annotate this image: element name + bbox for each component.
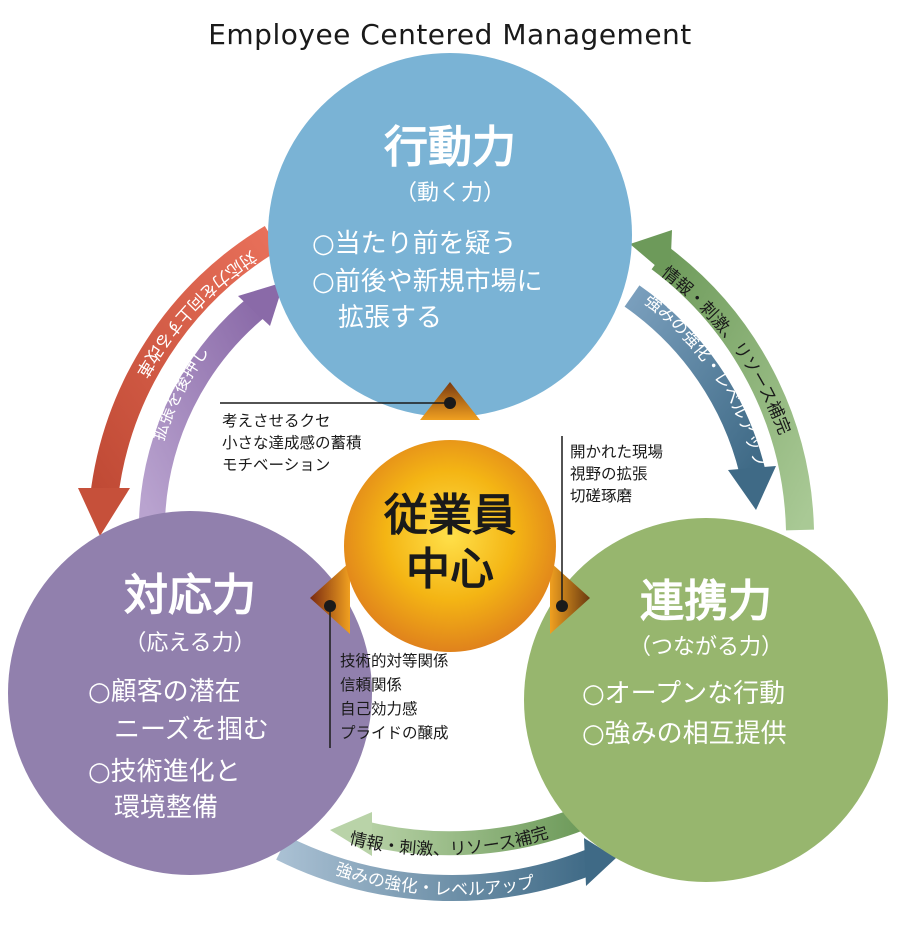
center-label-line1: 従業員 xyxy=(383,490,516,541)
response-item: ○技術進化と xyxy=(88,757,241,787)
center-pointer-right xyxy=(550,562,590,634)
arrow-left-inner xyxy=(139,282,284,521)
response-title: 対応力 xyxy=(124,570,256,621)
arrow-bottom-outer xyxy=(276,836,616,902)
collaboration-item: ○オープンな行動 xyxy=(582,679,785,709)
action-title: 行動力 xyxy=(384,122,516,173)
note-response: プライドの醸成 xyxy=(340,724,449,742)
note-response: 技術的対等関係 xyxy=(340,652,449,670)
note-collaboration: 切磋琢磨 xyxy=(570,487,632,505)
circle-collaboration xyxy=(524,518,888,882)
collaboration-item: ○強みの相互提供 xyxy=(582,719,787,749)
center-pointer-left xyxy=(310,562,350,634)
note-collaboration: 視野の拡張 xyxy=(570,465,648,483)
center-circle xyxy=(344,440,556,652)
note-action: 小さな達成感の蓄積 xyxy=(222,434,362,452)
arrow-bottom-inner xyxy=(330,806,587,856)
circle-action xyxy=(268,53,632,417)
action-item: 拡張する xyxy=(312,303,442,333)
circle-response xyxy=(8,511,372,875)
action-item: ○当たり前を疑う xyxy=(312,229,517,259)
note-collaboration: 開かれた現場 xyxy=(570,443,663,461)
response-subtitle: （応える力） xyxy=(124,631,255,656)
arrow-right-inner xyxy=(624,285,776,510)
note-action: モチベーション xyxy=(222,456,330,474)
note-action: 考えさせるクセ xyxy=(222,412,331,430)
note-response: 信頼関係 xyxy=(340,676,402,694)
arrow-right-outer xyxy=(630,230,814,531)
collaboration-title: 連携力 xyxy=(640,576,772,627)
response-item: 環境整備 xyxy=(88,793,218,823)
center-label-line2: 中心 xyxy=(406,544,494,595)
action-item: ○前後や新規市場に xyxy=(312,267,543,297)
response-item: ○顧客の潜在 xyxy=(88,677,241,707)
note-response: 自己効力感 xyxy=(340,700,418,718)
action-subtitle: （動く力） xyxy=(395,181,505,206)
response-item: ニーズを掴む xyxy=(88,715,269,745)
page-title: Employee Centered Management xyxy=(208,18,692,51)
collaboration-subtitle: （つながる力） xyxy=(629,635,783,660)
arrow-left-outer xyxy=(78,225,280,536)
